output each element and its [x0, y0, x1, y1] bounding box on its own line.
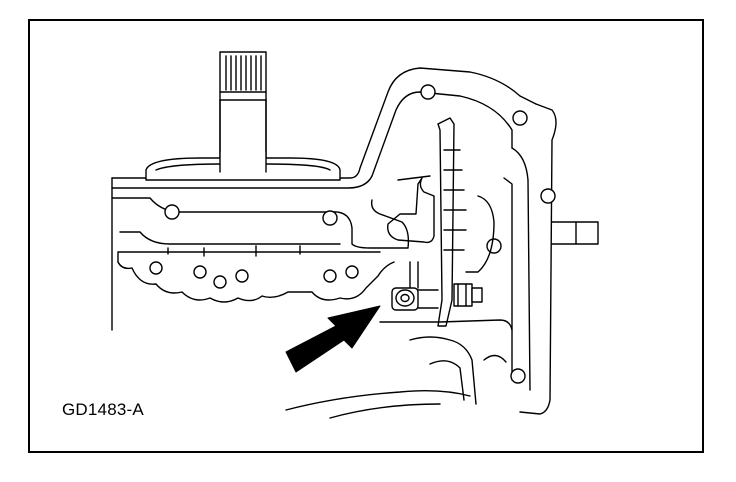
- arrow-icon: [285, 305, 381, 373]
- shift-linkage: [387, 117, 483, 327]
- extension-housing: [420, 84, 599, 415]
- figure-code: GD1483-A: [62, 400, 144, 419]
- transmission-case: [111, 67, 537, 331]
- bolt-icon: [391, 261, 439, 311]
- lower-case: [285, 319, 513, 419]
- figure-frame: [28, 19, 704, 453]
- shaft-seal-ring: [145, 99, 341, 181]
